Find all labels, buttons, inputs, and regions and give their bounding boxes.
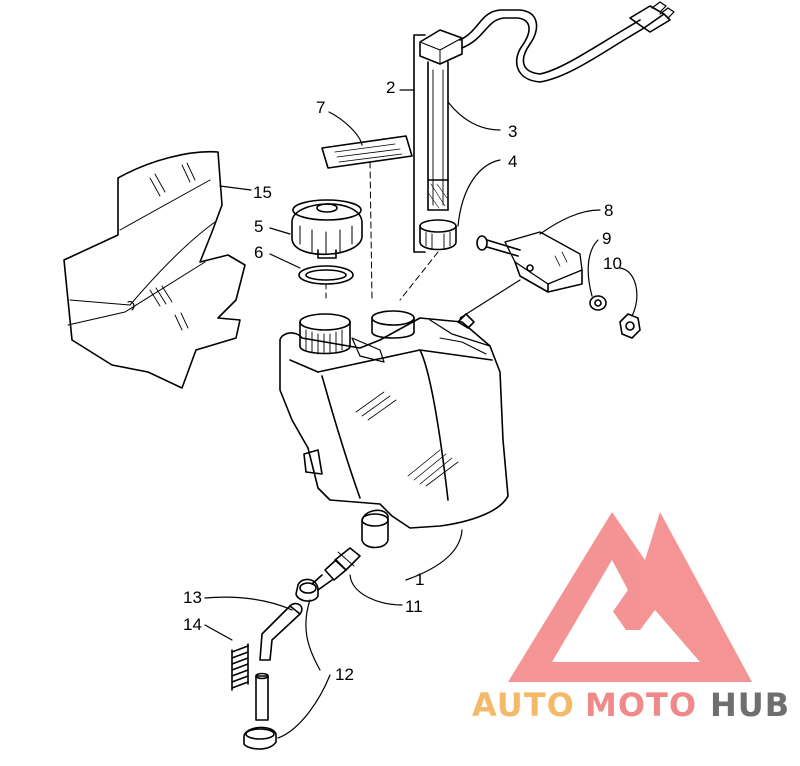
leader-lines <box>204 101 638 739</box>
callout-6: 6 <box>254 243 263 262</box>
callout-1: 1 <box>415 570 424 589</box>
callout-7: 7 <box>316 98 325 117</box>
part-5-cap <box>291 199 363 259</box>
watermark-hub: HUB <box>710 686 790 724</box>
watermark-moto: MOTO <box>585 686 697 724</box>
part-1-tank <box>279 310 509 549</box>
callout-13: 13 <box>183 588 202 607</box>
part-4-grommet <box>399 219 457 301</box>
part-11-fitting <box>311 547 361 591</box>
part-12-hose-lower <box>255 672 269 721</box>
part-3-sensor <box>419 1 675 211</box>
automotohub-logo <box>508 512 752 682</box>
watermark-auto: AUTO <box>472 686 575 724</box>
part-2-bracket <box>399 34 426 253</box>
callout-2: 2 <box>386 78 395 97</box>
callout-14: 14 <box>183 615 202 634</box>
callout-10: 10 <box>603 254 622 273</box>
part-12-clamp-lower <box>243 726 277 750</box>
callout-15: 15 <box>253 183 272 202</box>
callout-12: 12 <box>335 665 354 684</box>
callout-5: 5 <box>254 217 263 236</box>
part-7-decal <box>321 135 413 301</box>
callout-8: 8 <box>604 201 613 220</box>
callout-labels: 1 2 3 4 5 6 7 8 9 10 11 12 13 14 15 <box>183 78 622 684</box>
part-8-bolt <box>459 231 583 319</box>
part-15-shield <box>63 150 246 389</box>
callout-3: 3 <box>508 122 517 141</box>
part-14-spring <box>231 643 249 691</box>
part-12-clamp-upper <box>295 578 319 602</box>
callout-9: 9 <box>602 229 611 248</box>
callout-11: 11 <box>405 597 423 616</box>
part-13-hose <box>259 602 303 661</box>
part-10-nut <box>619 313 641 339</box>
part-6-gasket <box>298 265 354 301</box>
callout-4: 4 <box>508 152 517 171</box>
part-9-washer <box>589 295 607 311</box>
